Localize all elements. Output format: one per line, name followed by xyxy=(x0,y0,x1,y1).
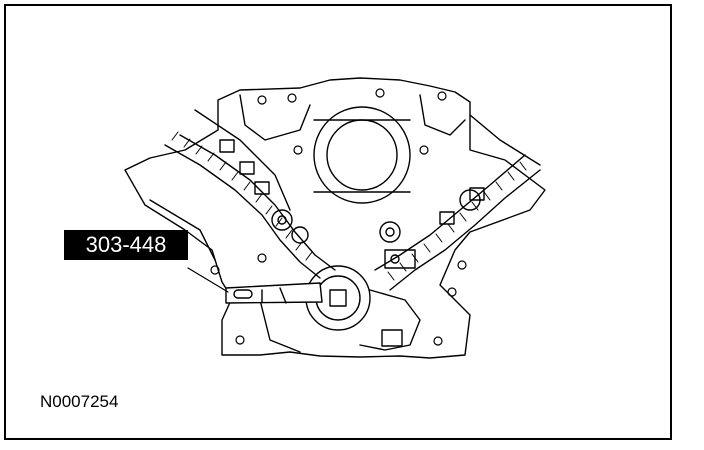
left-idler xyxy=(271,209,293,231)
figure-frame xyxy=(4,4,672,440)
tool-callout-label: 303-448 xyxy=(64,230,188,260)
special-tool-303-448 xyxy=(225,282,323,304)
left-timing-chain xyxy=(164,109,336,279)
callout-leader xyxy=(187,267,229,293)
right-idler xyxy=(379,221,401,243)
right-timing-chain xyxy=(374,114,541,291)
figure-id: N0007254 xyxy=(40,392,119,411)
tensioner-area xyxy=(259,249,421,353)
cylinder-bore xyxy=(313,106,411,204)
bolt-holes xyxy=(210,88,467,346)
